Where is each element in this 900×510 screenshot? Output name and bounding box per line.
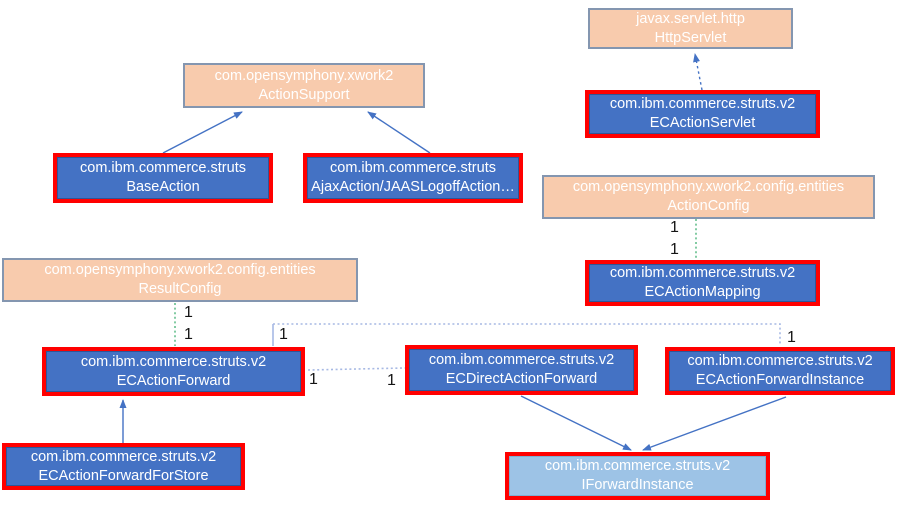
class-name-label: HttpServlet — [654, 29, 727, 46]
class-package-label: com.ibm.commerce.struts.v2 — [609, 96, 796, 113]
class-name-label: ECDirectActionForward — [445, 371, 598, 387]
class-name-label: ECActionMapping — [644, 284, 761, 300]
class-name-label: ECActionForwardForStore — [38, 467, 209, 484]
class-name-label: ECActionForward — [116, 372, 231, 389]
class-package-label: com.opensymphony.xwork2.config.entities — [44, 262, 316, 279]
class-package-label: com.ibm.commerce.struts.v2 — [30, 448, 217, 465]
class-package-label: com.opensymphony.xwork2.config.entities — [572, 179, 845, 196]
class-name-label: ECActionForwardInstance — [695, 372, 865, 388]
edge-ecactionforward-assoc-ecactionforwardinstance — [273, 323, 781, 346]
class-name-label: ActionSupport — [258, 86, 350, 103]
class-package-label: com.ibm.commerce.struts — [330, 160, 496, 177]
multiplicity-label: 1 — [309, 371, 318, 388]
multiplicity-label: 1 — [670, 219, 679, 236]
class-package-label: javax.servlet.http — [636, 10, 745, 27]
class-package-label: com.ibm.commerce.struts.v2 — [428, 352, 615, 369]
edge-baseaction-extends-actionsupport — [162, 111, 243, 154]
multiplicity-label: 1 — [184, 326, 193, 343]
multiplicity-label: 1 — [787, 329, 796, 346]
edge-ajaxaction-extends-actionsupport — [367, 111, 431, 154]
edge-ecactionservlet-extends-httpservlet — [693, 53, 703, 91]
class-package-label: com.opensymphony.xwork2 — [214, 67, 394, 84]
edge-ecdirectactionforward-implements-iforwardinstance — [520, 395, 632, 451]
class-package-label: com.ibm.commerce.struts.v2 — [544, 458, 731, 475]
edge-ecactionforwardinstance-implements-iforwardinstance — [642, 396, 787, 451]
class-package-label: com.ibm.commerce.struts.v2 — [687, 353, 873, 370]
multiplicity-label: 1 — [279, 326, 288, 343]
multiplicity-label: 1 — [670, 241, 679, 258]
multiplicity-label: 1 — [184, 304, 193, 321]
class-name-label: ActionConfig — [667, 198, 750, 214]
multiplicity-label: 1 — [387, 372, 396, 389]
class-name-label: AjaxAction/JAASLogoffAction… — [311, 179, 515, 195]
class-package-label: com.ibm.commerce.struts — [80, 160, 246, 177]
class-package-label: com.ibm.commerce.struts.v2 — [80, 353, 267, 370]
class-name-label: IForwardInstance — [581, 477, 694, 493]
edge-ecactionforward-assoc-ecdirectactionforward — [307, 367, 406, 371]
class-name-label: BaseAction — [126, 179, 200, 195]
class-name-label: ECActionServlet — [649, 115, 756, 131]
class-name-label: ResultConfig — [138, 281, 222, 297]
class-package-label: com.ibm.commerce.struts.v2 — [609, 265, 796, 282]
